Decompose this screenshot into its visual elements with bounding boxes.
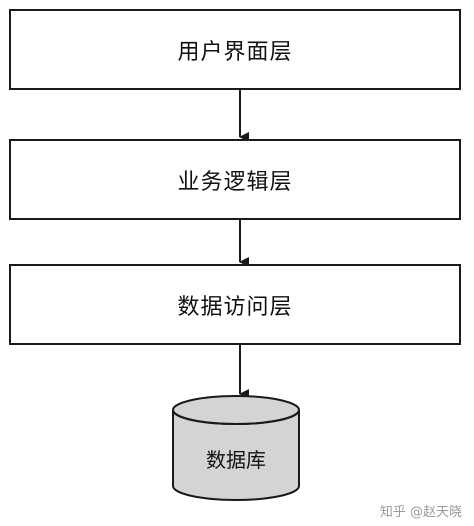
database-label: 数据库 — [206, 448, 266, 472]
data-access-layer-box: 数据访问层 — [9, 264, 461, 345]
data-access-layer-label: 数据访问层 — [177, 294, 293, 320]
ui-layer-box: 用户界面层 — [9, 9, 461, 90]
business-layer-box: 业务逻辑层 — [9, 139, 461, 220]
database-cylinder: 数据库 — [170, 392, 302, 504]
database-cylinder-shape — [172, 395, 300, 501]
watermark: 知乎 @赵天晓 — [379, 505, 462, 520]
business-layer-label: 业务逻辑层 — [177, 169, 293, 195]
ui-layer-label: 用户界面层 — [177, 39, 293, 65]
